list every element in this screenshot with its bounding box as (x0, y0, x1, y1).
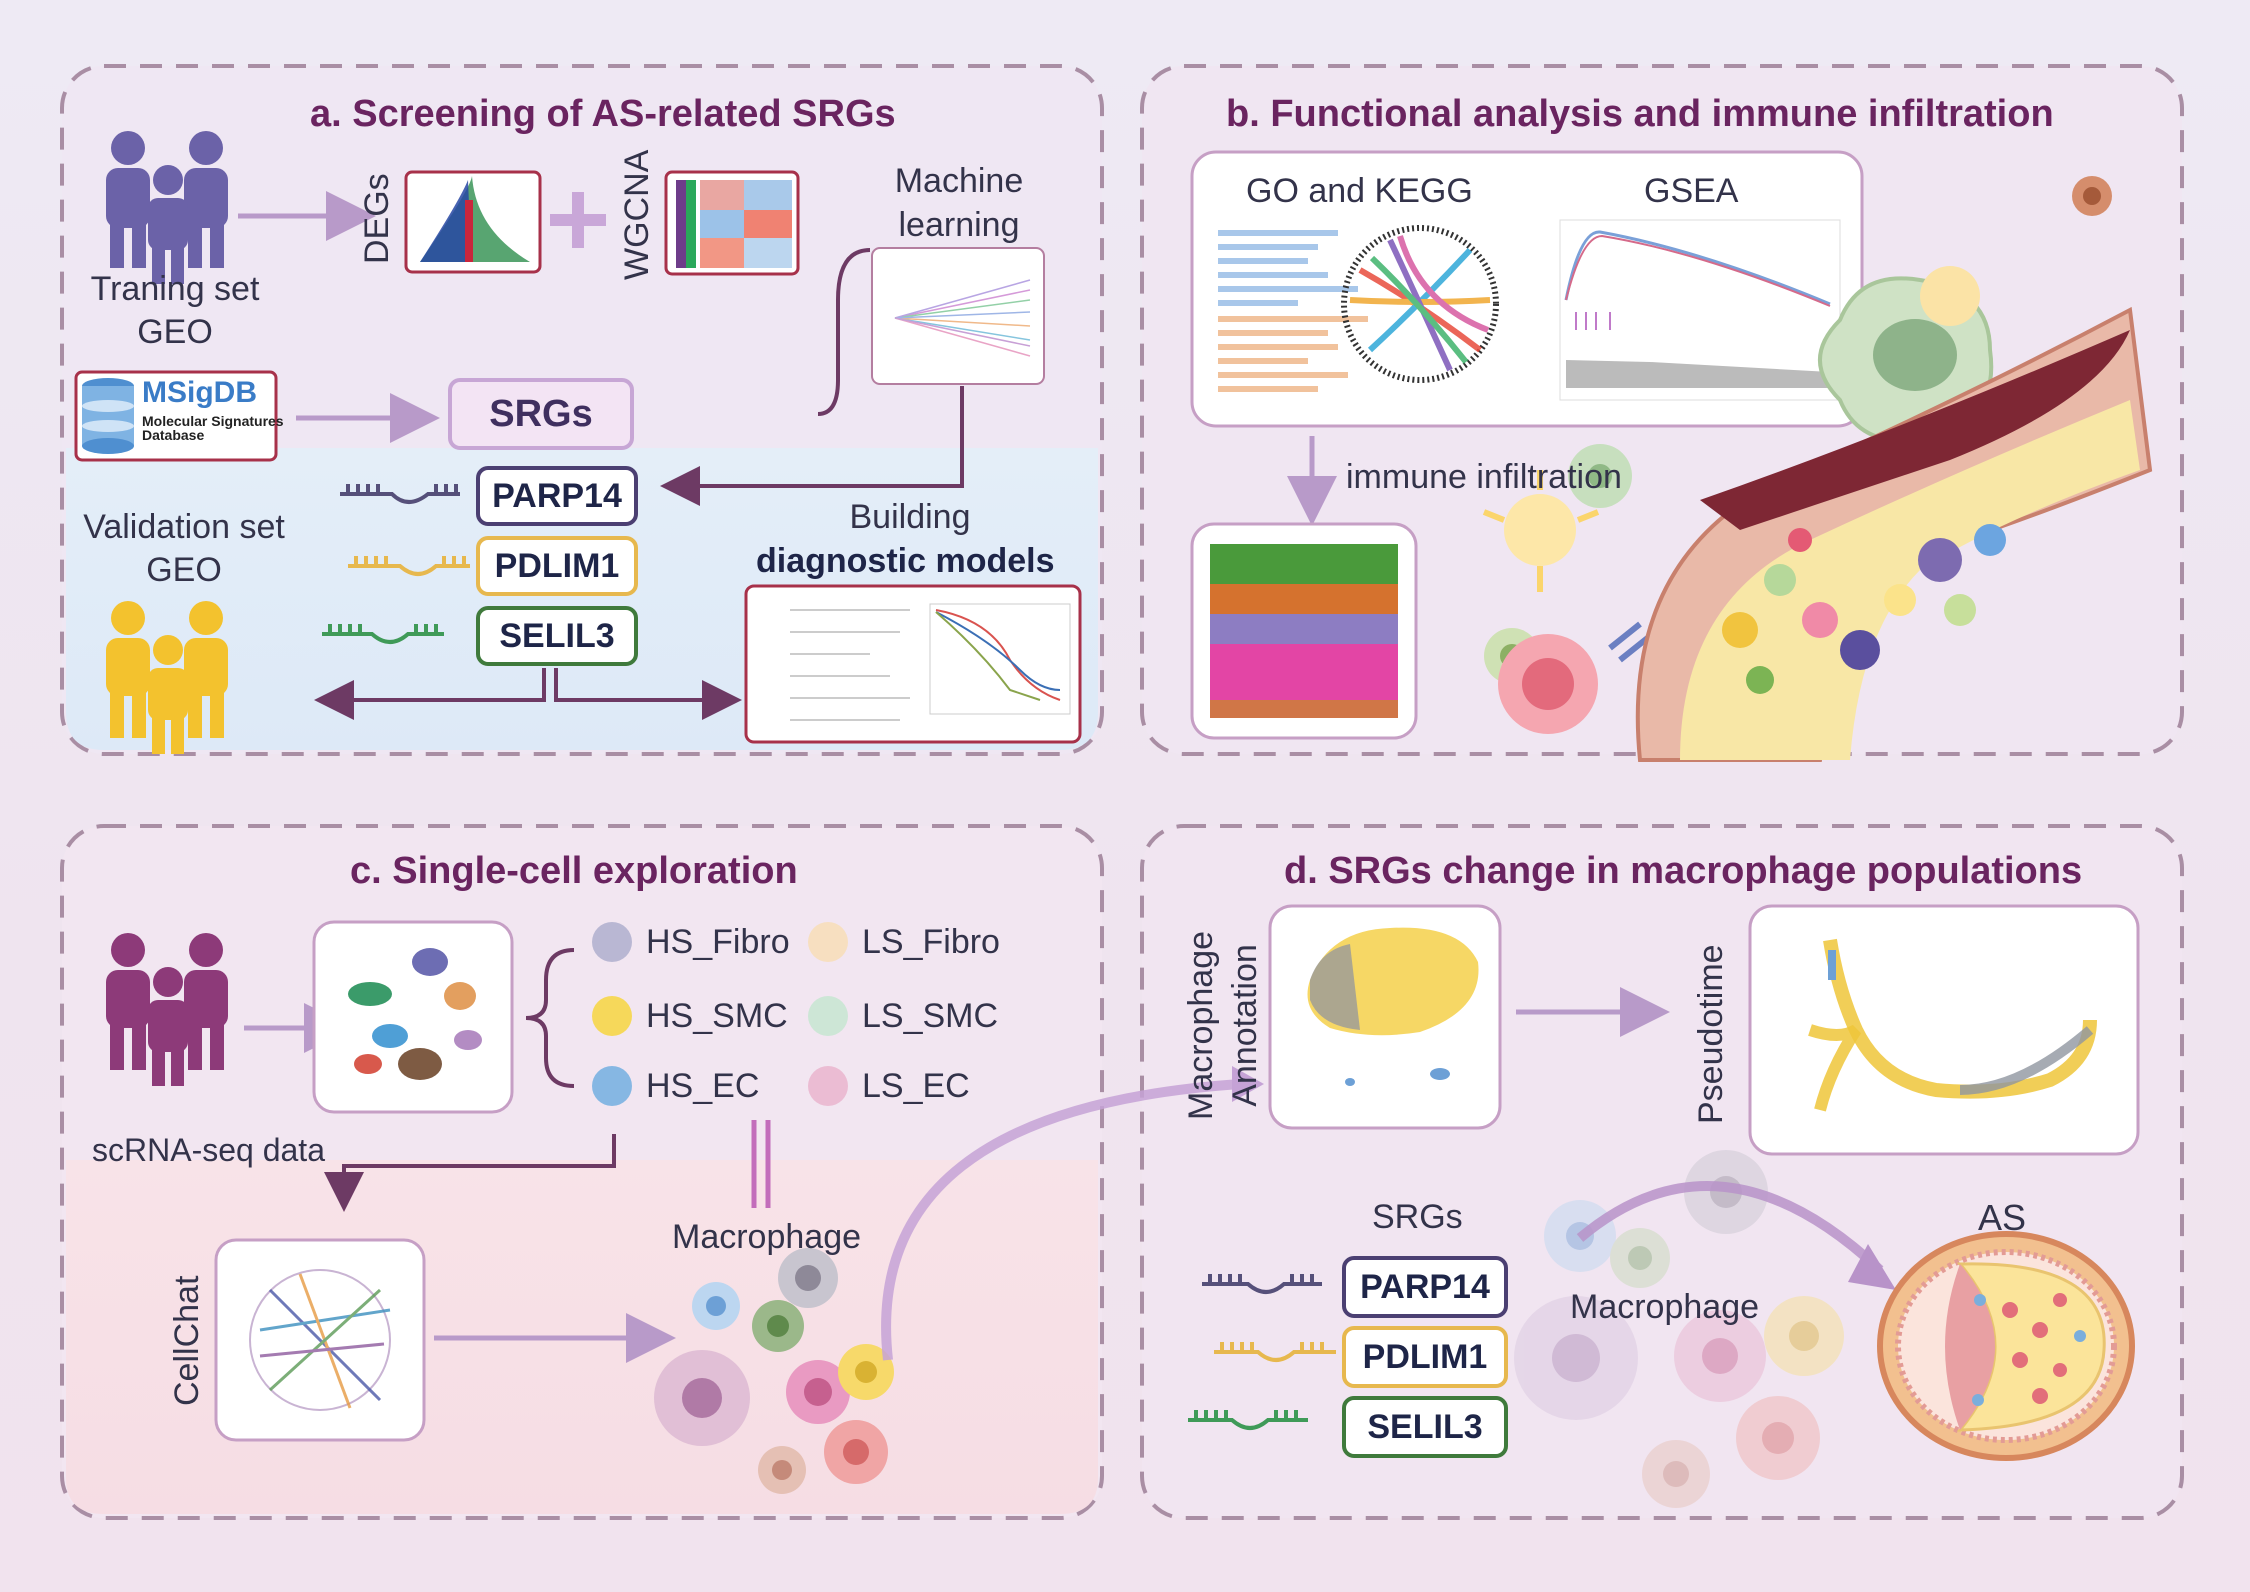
gene-parp14-d: PARP14 (1342, 1256, 1508, 1318)
immune-infiltration-label: immune infiltration (1346, 458, 1622, 496)
legend-hs-fibro-label: HS_Fibro (646, 922, 790, 961)
legend-hs-smc-swatch (592, 996, 632, 1036)
cellchat-label: CellChat (168, 1275, 206, 1406)
pseudotime-label: Pseudotime (1692, 944, 1730, 1124)
immune-cells-decoration (1482, 444, 1652, 734)
gene-selil3-d: SELIL3 (1342, 1396, 1508, 1458)
panel-d-title: d. SRGs change in macrophage populations (1284, 850, 2083, 892)
scrna-people-icon (106, 933, 228, 1086)
validation-people-icon (106, 601, 228, 754)
gene-pdlim1-a: PDLIM1 (476, 536, 638, 596)
panel-c-title: c. Single-cell exploration (350, 850, 798, 892)
macrophage-umap-thumb (1268, 904, 1502, 1130)
legend-hs-ec: HS_EC (592, 1066, 759, 1106)
diagnostic-models-label: diagnostic models (756, 542, 1055, 580)
legend-ls-fibro-label: LS_Fibro (862, 922, 1000, 961)
macrophage-annotation-label: Macrophage Annotation (1182, 930, 1264, 1120)
as-label: AS (1978, 1197, 2027, 1238)
macrophage-label-d: Macrophage (1570, 1288, 1760, 1326)
legend-hs-smc-label: HS_SMC (646, 996, 788, 1035)
chord-diagram-thumb (1341, 225, 1499, 383)
degs-label: DEGs (358, 173, 396, 264)
pseudotime-thumb (1748, 904, 2140, 1156)
machine-learning-label: Machine learning (894, 162, 1024, 244)
validation-set-label: Validation set GEO (83, 508, 285, 590)
legend-ls-ec: LS_EC (808, 1066, 970, 1106)
macrophage-cluster-icon (654, 1248, 894, 1494)
wgcna-heatmap-thumb (664, 170, 800, 276)
legend-hs-smc: HS_SMC (592, 996, 788, 1036)
gene-strands-d (1188, 1274, 1336, 1430)
legend-ls-fibro: LS_Fibro (808, 922, 1000, 962)
ml-coefficient-thumb (871, 247, 1045, 385)
immune-bars-thumb (1190, 522, 1418, 740)
panel-b-title: b. Functional analysis and immune infilt… (1226, 93, 2054, 135)
msigdb-subtitle: Molecular Signatures Database (142, 413, 284, 443)
wgcna-label: WGCNA (618, 149, 656, 280)
srgs-label-d: SRGs (1372, 1198, 1463, 1236)
vessel-illustration (1635, 306, 2153, 762)
legend-hs-fibro: HS_Fibro (592, 922, 790, 962)
training-set-label: Traning set GEO (90, 270, 260, 351)
msigdb-name: MSigDB (142, 376, 257, 409)
go-bar-thumb (1218, 230, 1368, 392)
gene-parp14-a: PARP14 (476, 466, 638, 526)
nomogram-thumb (744, 584, 1082, 744)
gene-strands-a (322, 484, 470, 644)
gene-selil3-a: SELIL3 (476, 606, 638, 666)
legend-hs-ec-swatch (592, 1066, 632, 1106)
training-people-icon (106, 131, 228, 284)
cellchat-network-thumb (214, 1238, 426, 1442)
msigdb-logo (74, 370, 278, 462)
gsea-label: GSEA (1644, 172, 1739, 210)
legend-ls-ec-label: LS_EC (862, 1066, 970, 1105)
legend-ls-smc-label: LS_SMC (862, 996, 999, 1035)
legend-ls-smc: LS_SMC (808, 996, 998, 1036)
srgs-box: SRGs (448, 378, 634, 450)
legend-ls-ec-swatch (808, 1066, 848, 1106)
legend-hs-ec-label: HS_EC (646, 1066, 760, 1105)
scrna-label: scRNA-seq data (92, 1132, 325, 1168)
legend-ls-fibro-swatch (808, 922, 848, 962)
go-kegg-label: GO and KEGG (1246, 172, 1473, 210)
volcano-plot-thumb (404, 170, 542, 274)
gsea-curve-thumb (1559, 219, 1841, 401)
gene-pdlim1-d: PDLIM1 (1342, 1326, 1508, 1388)
as-vessel-icon (1877, 1231, 2135, 1461)
panel-a-title: a. Screening of AS-related SRGs (310, 93, 896, 135)
legend-ls-smc-swatch (808, 996, 848, 1036)
legend-hs-fibro-swatch (592, 922, 632, 962)
umap-thumb (312, 920, 514, 1114)
building-label: Building (849, 498, 971, 536)
macrophage-label-c: Macrophage (672, 1218, 862, 1256)
